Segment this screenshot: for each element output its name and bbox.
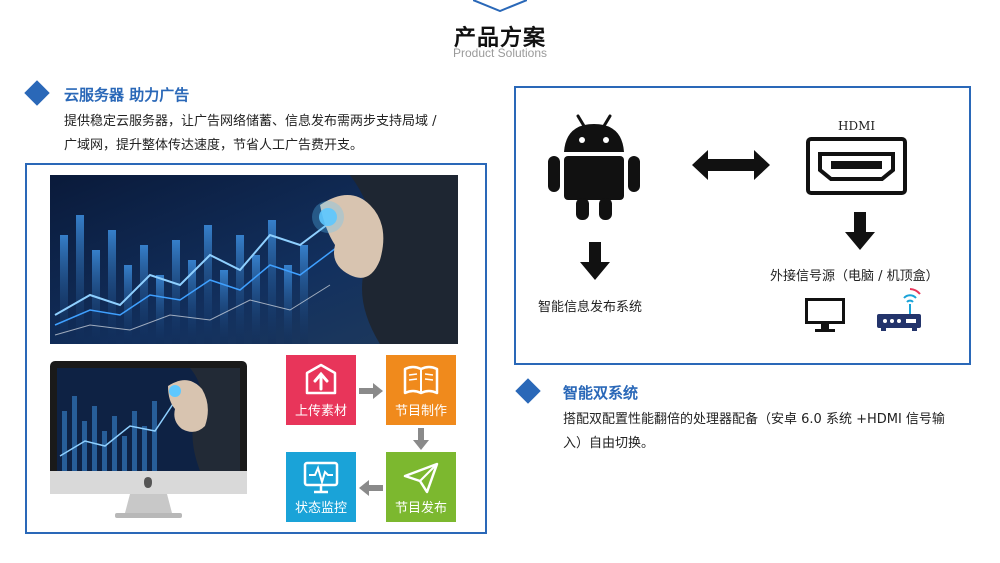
step-status-monitor: 状态监控 [286, 452, 356, 522]
dual-system-diagram [514, 86, 971, 365]
arrow-right-icon [359, 383, 383, 399]
section-title-cloud: 云服务器 助力广告 [64, 86, 190, 104]
step-program-make: 节目制作 [386, 355, 456, 425]
android-robot-icon [548, 114, 640, 220]
hdmi-port-icon [806, 137, 907, 195]
open-book-icon [403, 365, 439, 395]
double-arrow-icon [692, 150, 770, 180]
step-program-publish: 节目发布 [386, 452, 456, 522]
paper-plane-icon [403, 462, 439, 494]
step-program-make-label: 节目制作 [394, 404, 447, 419]
step-upload-label: 上传素材 [294, 404, 347, 419]
cloud-panel [25, 163, 487, 534]
step-upload-material: 上传素材 [286, 355, 356, 425]
section-desc-dual-line2: 入）自由切换。 [563, 436, 655, 451]
android-system-label: 智能信息发布系统 [538, 300, 643, 315]
computer-monitor-icon [805, 298, 845, 332]
set-top-box-router-icon [877, 288, 921, 331]
page-title: 产品方案 [453, 26, 546, 51]
arrow-down-hdmi-icon [845, 212, 875, 250]
section-desc-cloud-line1: 提供稳定云服务器，让广告网络储蓄、信息发布需两步支持局域 / [64, 114, 437, 129]
section-diamond-icon [515, 378, 541, 404]
header-notch-icon [473, 0, 527, 12]
page-subtitle: Product Solutions [452, 46, 548, 60]
arrow-down-icon [413, 428, 429, 450]
imac-monitor-image [50, 361, 247, 521]
monitor-pulse-icon [303, 461, 339, 494]
section-diamond-icon [24, 80, 50, 106]
hdmi-label: HDMI [838, 119, 876, 133]
section-desc-dual-line1: 搭配双配置性能翻倍的处理器配备（安卓 6.0 系统 +HDMI 信号输 [563, 412, 945, 427]
step-status-monitor-label: 状态监控 [294, 501, 347, 516]
business-chart-banner-image [50, 175, 458, 344]
arrow-down-android-icon [580, 242, 610, 280]
section-title-dual: 智能双系统 [563, 384, 639, 402]
step-program-publish-label: 节目发布 [394, 501, 447, 516]
arrow-left-icon [359, 480, 383, 496]
external-source-label: 外接信号源（电脑 / 机顶盒） [770, 269, 939, 284]
upload-box-icon [305, 363, 337, 395]
section-desc-cloud-line2: 广域网，提升整体传达速度，节省人工广告费开支。 [64, 138, 364, 153]
